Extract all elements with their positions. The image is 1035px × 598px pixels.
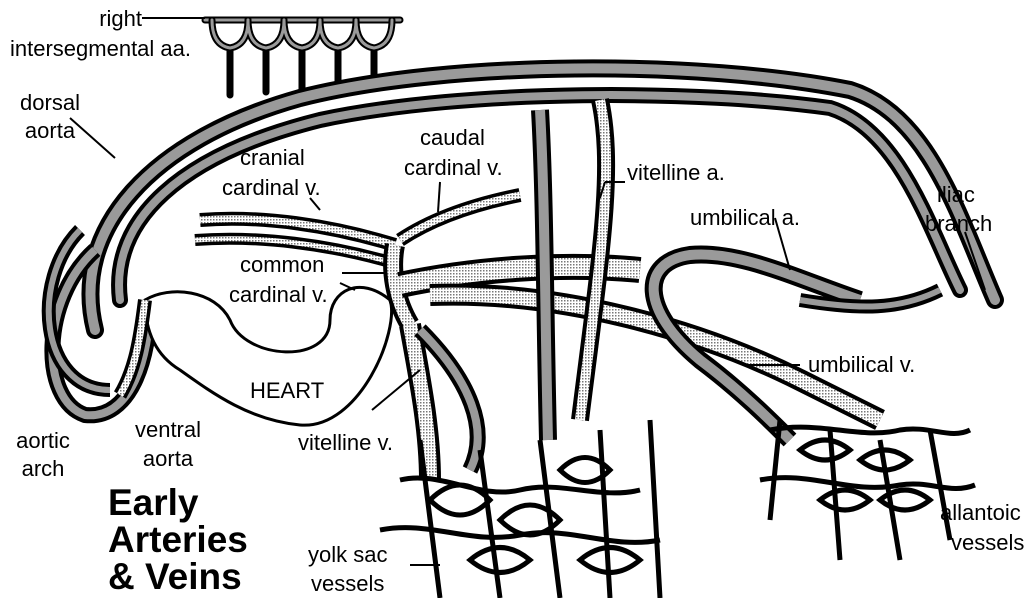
label-common-cardinal-v: cardinal v. bbox=[229, 282, 328, 307]
label-dorsal: dorsal bbox=[6, 90, 94, 115]
title-line-2: Arteries bbox=[108, 521, 248, 558]
label-caudal-cardinal-v: cardinal v. bbox=[404, 155, 503, 180]
label-umbilical-a: umbilical a. bbox=[690, 205, 800, 230]
label-yolk-sac-vessels: vessels bbox=[311, 571, 384, 596]
label-vitelline-v: vitelline v. bbox=[298, 430, 393, 455]
label-ventral: ventral bbox=[120, 417, 216, 442]
label-cranial-cardinal-v: cardinal v. bbox=[222, 175, 321, 200]
label-right: right bbox=[70, 6, 142, 31]
label-branch: branch bbox=[925, 211, 992, 236]
yolk-sac-network bbox=[380, 420, 660, 598]
label-umbilical-v: umbilical v. bbox=[808, 352, 915, 377]
label-allantoic-vessels: vessels bbox=[951, 530, 1024, 555]
umbilical-artery bbox=[654, 254, 940, 440]
label-intersegmental-aa: intersegmental aa. bbox=[10, 36, 191, 61]
caudal-cardinal-vein bbox=[400, 195, 520, 240]
label-cranial: cranial bbox=[240, 145, 305, 170]
label-vitelline-a: vitelline a. bbox=[627, 160, 725, 185]
label-aorta-ventral: aorta bbox=[120, 446, 216, 471]
label-aorta-dorsal: aorta bbox=[6, 118, 94, 143]
title-line-3: & Veins bbox=[108, 558, 248, 595]
title-line-1: Early bbox=[108, 484, 248, 521]
label-arch: arch bbox=[0, 456, 86, 481]
label-heart: HEART bbox=[250, 378, 324, 403]
label-aortic: aortic bbox=[0, 428, 86, 453]
label-yolk-sac: yolk sac bbox=[308, 542, 387, 567]
label-caudal: caudal bbox=[420, 125, 485, 150]
allantoic-network bbox=[760, 420, 975, 560]
heart-outline bbox=[145, 287, 392, 425]
diagram-title: Early Arteries & Veins bbox=[108, 484, 248, 595]
label-allantoic: allantoic bbox=[940, 500, 1021, 525]
label-iliac: iliac bbox=[937, 182, 975, 207]
label-common: common bbox=[240, 252, 324, 277]
